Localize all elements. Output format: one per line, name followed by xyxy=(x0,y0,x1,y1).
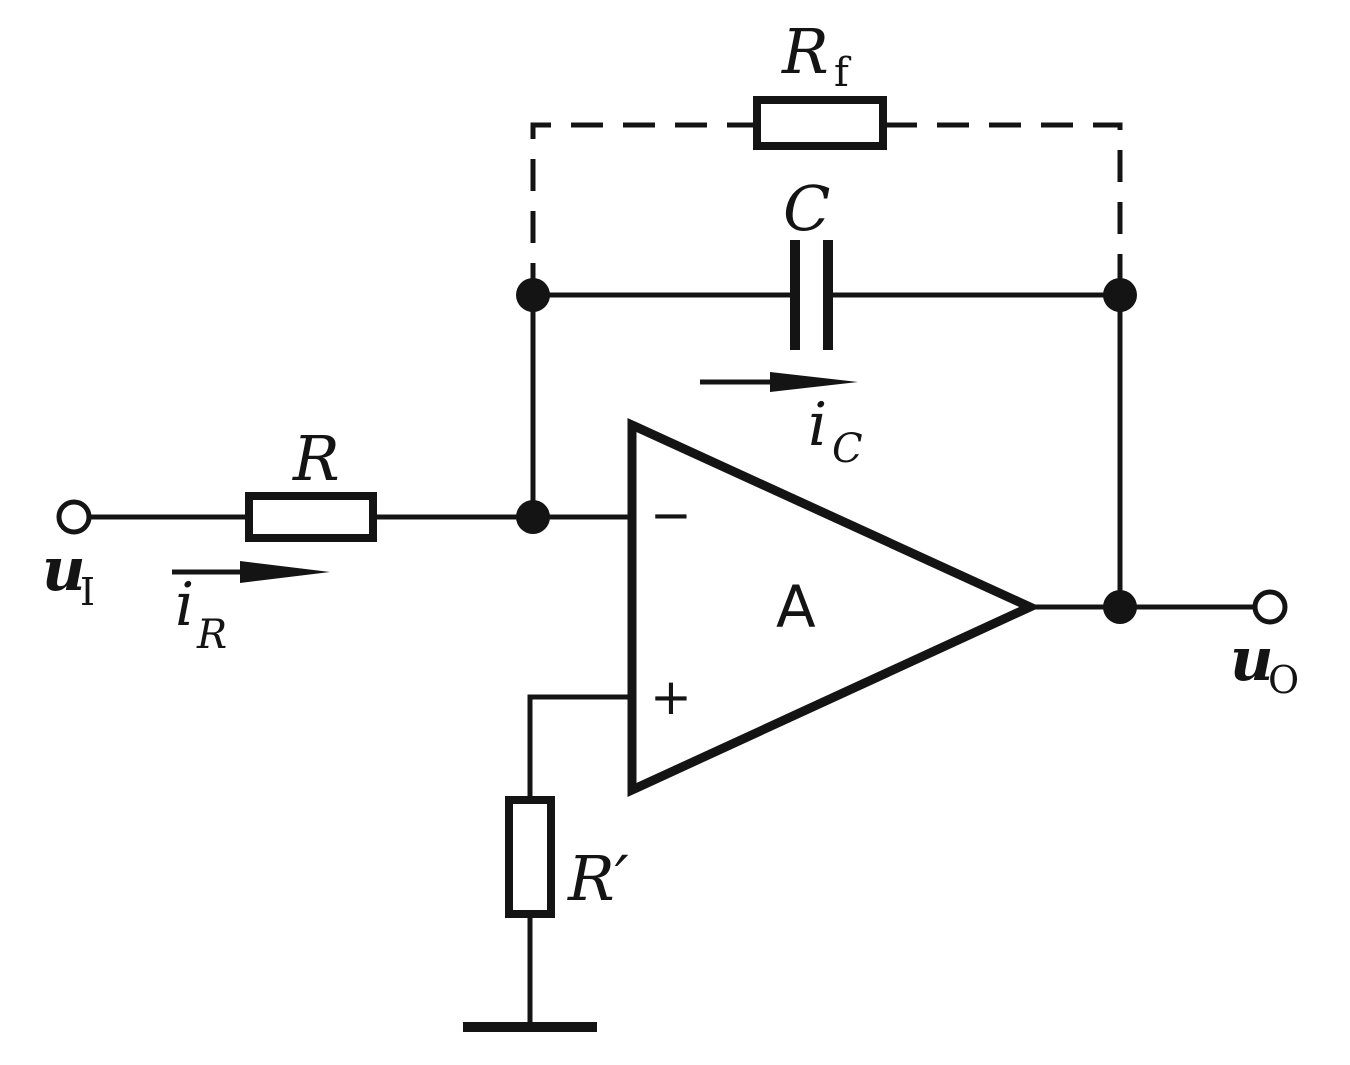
rf-subscript: f xyxy=(834,50,852,96)
uo-subscript: O xyxy=(1268,658,1299,702)
ir-subscript: R xyxy=(196,612,227,658)
r-label: R xyxy=(292,422,340,495)
ic-arrow-icon xyxy=(700,372,858,392)
rf-dashed-wire-left xyxy=(530,122,755,295)
resistor-rf xyxy=(753,96,887,150)
ir-label: i xyxy=(175,570,194,640)
uo-label: u xyxy=(1230,625,1274,695)
rf-label: R xyxy=(781,15,829,88)
r-prime-label: R′ xyxy=(567,842,629,915)
resistor-r-prime xyxy=(505,796,555,918)
ic-subscript: C xyxy=(832,426,863,472)
junction-top-left xyxy=(516,278,550,312)
noninverting-wire xyxy=(527,694,635,803)
output-terminal xyxy=(1252,589,1288,625)
input-terminal xyxy=(56,499,92,535)
opamp-plus-sign: + xyxy=(650,668,692,726)
resistor-r xyxy=(245,492,377,542)
junction-inverting xyxy=(516,500,550,534)
rf-dashed-wire-right xyxy=(885,122,1123,295)
c-label: C xyxy=(783,172,830,245)
ui-subscript: I xyxy=(80,570,95,614)
ir-arrow-icon xyxy=(172,561,330,583)
opamp-minus-sign: − xyxy=(650,486,692,544)
junction-top-right xyxy=(1103,278,1137,312)
opamp-label: A xyxy=(776,573,816,641)
opamp-triangle xyxy=(627,417,1041,798)
ic-label: i xyxy=(808,390,827,460)
junction-output xyxy=(1103,590,1137,624)
ui-label: u xyxy=(42,535,86,605)
